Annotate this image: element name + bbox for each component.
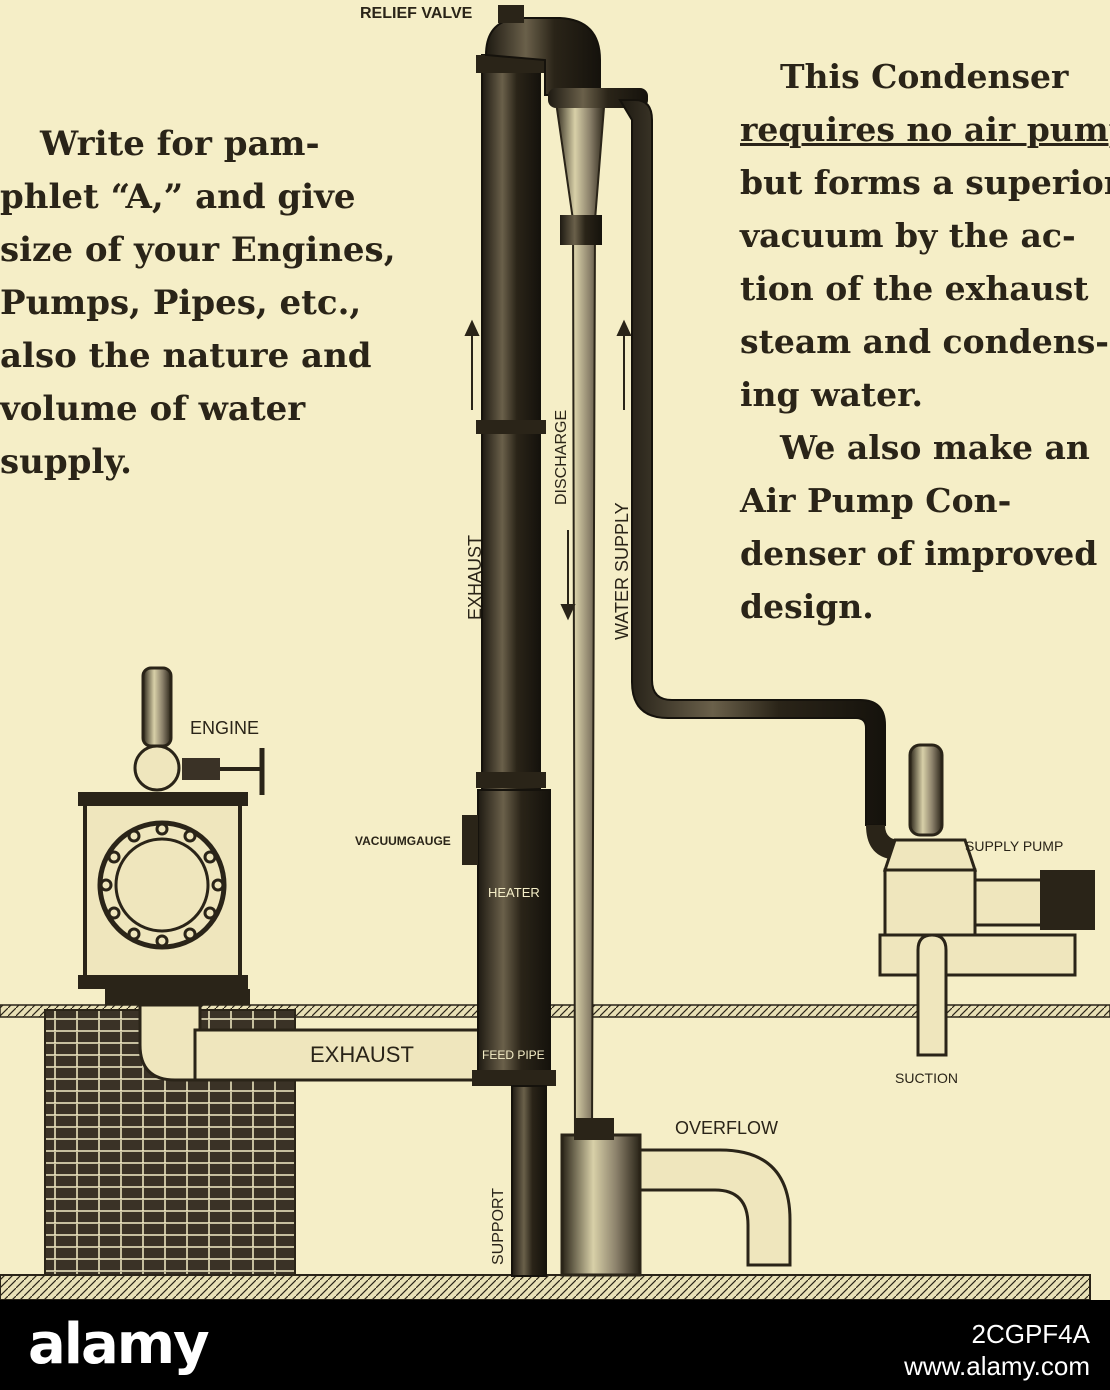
flow-arrows xyxy=(464,319,632,621)
right-line: requires no air pump, xyxy=(740,110,1110,149)
stock-info: 2CGPF4A www.alamy.com xyxy=(904,1318,1090,1382)
advertisement-plate: Write for pam- phlet “A,” and give size … xyxy=(0,0,1110,1300)
right-line: This Condenser xyxy=(780,57,1069,96)
alamy-logo: alamy xyxy=(28,1312,210,1377)
label-engine: ENGINE xyxy=(190,718,260,738)
right-line: but forms a superior xyxy=(740,163,1110,202)
left-line: supply. xyxy=(0,442,133,482)
label-relief-valve: RELIEF VALVE xyxy=(360,5,473,22)
left-line: volume of water xyxy=(0,389,306,429)
exhaust-pipe xyxy=(138,1003,492,1082)
floor xyxy=(0,1004,1110,1300)
right-line: vacuum by the ac- xyxy=(740,216,1076,255)
water-supply-pipe xyxy=(618,99,910,860)
right-line: Air Pump Con- xyxy=(740,481,1012,520)
stock-footer xyxy=(0,1300,1110,1390)
label-exhaust-horizontal: EXHAUST xyxy=(310,1042,414,1067)
left-line: also the nature and xyxy=(0,336,372,376)
label-feed-pipe: FEED PIPE xyxy=(482,1048,545,1062)
image-id: 2CGPF4A xyxy=(971,1319,1091,1349)
label-suction: SUCTION xyxy=(895,1070,958,1086)
overflow-tank xyxy=(560,1118,792,1277)
right-line: design. xyxy=(740,587,874,626)
label-supply-pump: SUPPLY PUMP xyxy=(965,838,1064,854)
label-water-supply: WATER SUPPLY xyxy=(612,502,632,640)
left-paragraph: Write for pam- phlet “A,” and give size … xyxy=(0,118,396,489)
left-line: Write for pam- xyxy=(40,124,320,164)
right-line: tion of the exhaust xyxy=(740,269,1089,308)
left-line: phlet “A,” and give xyxy=(0,177,356,217)
vacuum-gauge xyxy=(462,815,478,865)
label-vacuum-gauge: VACUUMGAUGE xyxy=(355,834,451,848)
right-line: We also make an xyxy=(780,428,1090,467)
right-line: ing water. xyxy=(740,375,923,414)
label-heater: HEATER xyxy=(488,885,540,900)
label-exhaust-vertical: EXHAUST xyxy=(465,534,485,620)
site-url: www.alamy.com xyxy=(904,1351,1090,1381)
right-line: steam and condens- xyxy=(740,322,1109,361)
right-line: denser of improved xyxy=(740,534,1098,573)
engine xyxy=(78,666,265,1005)
label-overflow: OVERFLOW xyxy=(675,1118,779,1138)
right-paragraph: This Condenser requires no air pump, but… xyxy=(740,50,1110,633)
supply-pump xyxy=(878,743,1095,1057)
left-line: size of your Engines, xyxy=(0,230,396,270)
label-support: SUPPORT xyxy=(490,1187,507,1265)
condenser-diagram xyxy=(0,5,1110,1300)
label-discharge: DISCHARGE xyxy=(553,409,570,505)
exhaust-column xyxy=(472,5,601,1277)
left-line: Pumps, Pipes, etc., xyxy=(0,283,362,323)
